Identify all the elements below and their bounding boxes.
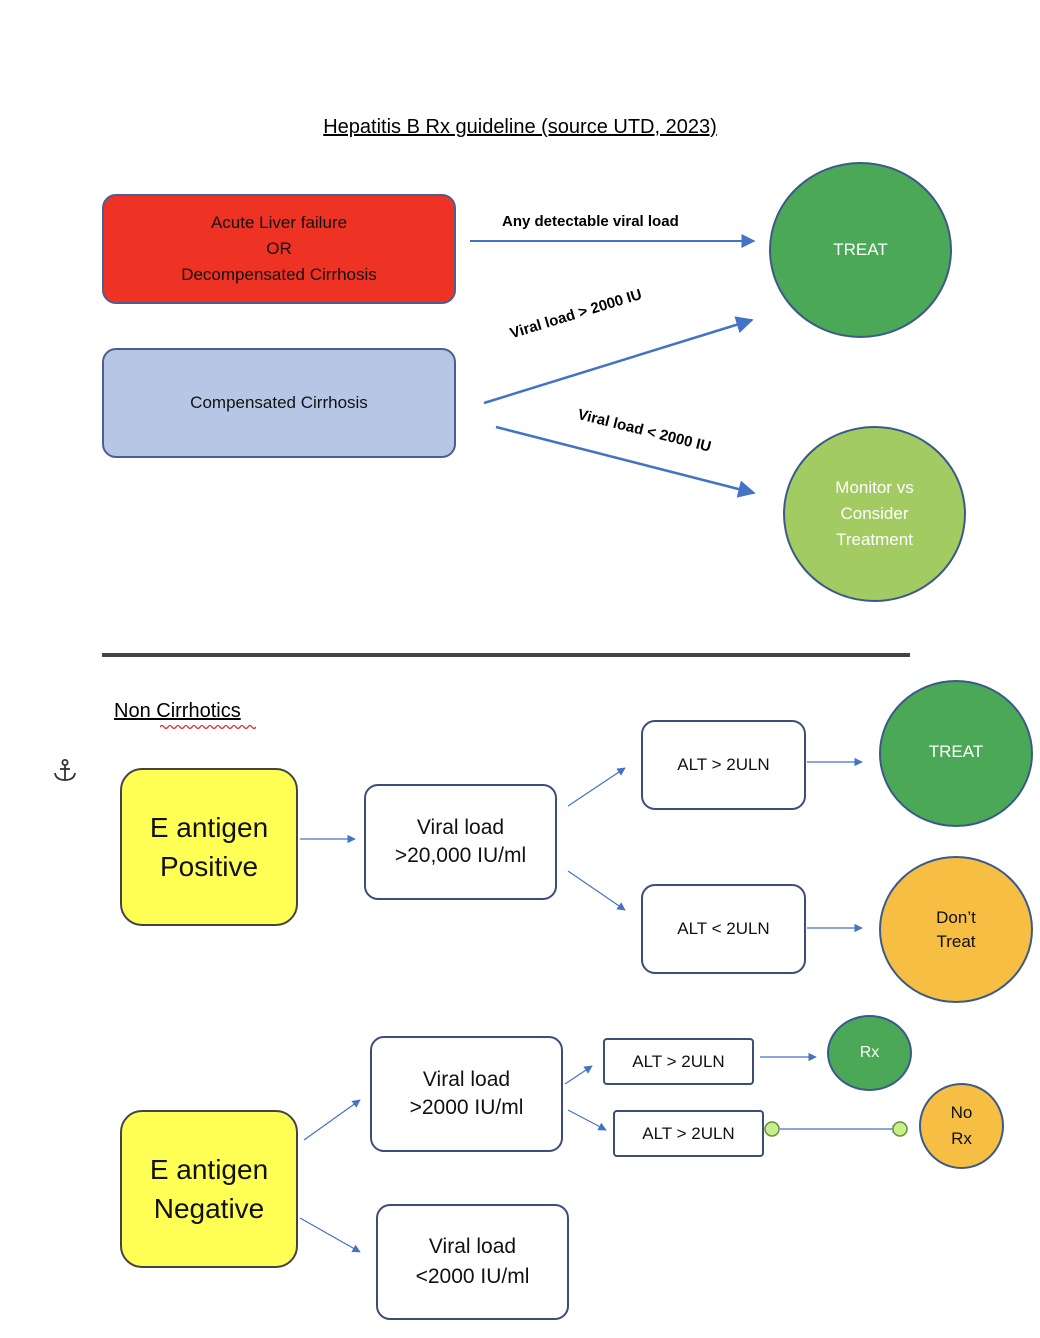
connector-handle-end[interactable]	[892, 1121, 908, 1137]
treat-circle-bottom[interactable]: TREAT	[879, 680, 1033, 827]
arrow-viral-high-to-alt-2	[567, 1109, 607, 1131]
alt-box-neg-2[interactable]: ALT > 2ULN	[613, 1110, 764, 1157]
viral-20000-line-1: Viral load	[416, 816, 505, 839]
arrow-eneg-to-viral-high	[303, 1099, 361, 1141]
alt-high-box[interactable]: ALT > 2ULN	[641, 720, 806, 810]
viral-load-lt-2000-box[interactable]: Viral load <2000 IU/ml	[376, 1204, 569, 1320]
dont-treat-line-1: Don’t	[936, 907, 976, 927]
acute-box-line-3: Decompensated Cirrhosis	[181, 265, 377, 284]
viral-load-20000-box[interactable]: Viral load >20,000 IU/ml	[364, 784, 557, 900]
anchor-icon[interactable]	[52, 758, 78, 784]
e-pos-line-1: E antigen	[149, 812, 269, 843]
dont-treat-circle[interactable]: Don’t Treat	[879, 856, 1033, 1003]
edge-label-any-detectable: Any detectable viral load	[502, 213, 679, 230]
compensated-cirrhosis-box[interactable]: Compensated Cirrhosis	[102, 348, 456, 458]
alt-low-label: ALT < 2ULN	[677, 919, 770, 938]
acute-box-line-1: Acute Liver failure	[210, 213, 348, 232]
dont-treat-line-2: Treat	[936, 931, 976, 951]
alt-box-neg-1[interactable]: ALT > 2ULN	[603, 1038, 754, 1085]
monitor-circle[interactable]: Monitor vs Consider Treatment	[783, 426, 966, 602]
arrow-viral-to-alt-low	[567, 870, 626, 911]
spellcheck-squiggle	[160, 724, 256, 730]
no-rx-line-1: No	[950, 1103, 973, 1122]
viral-lt-2000-line-2: <2000 IU/ml	[415, 1265, 530, 1288]
compensated-box-label: Compensated Cirrhosis	[190, 393, 368, 412]
treat-circle-bottom-label: TREAT	[928, 742, 984, 761]
arrow-gt-to-treat	[483, 316, 754, 405]
monitor-line-3: Treatment	[836, 530, 913, 549]
arrow-viral-to-alt-high	[567, 767, 626, 807]
no-rx-circle[interactable]: No Rx	[919, 1083, 1004, 1169]
viral-gt-2000-line-1: Viral load	[422, 1068, 511, 1091]
rx-label: Rx	[859, 1044, 880, 1061]
page-title: Hepatitis B Rx guideline (source UTD, 20…	[323, 116, 717, 138]
viral-load-gt-2000-box[interactable]: Viral load >2000 IU/ml	[370, 1036, 563, 1152]
viral-lt-2000-line-1: Viral load	[428, 1235, 517, 1258]
viral-20000-line-2: >20,000 IU/ml	[394, 844, 527, 867]
alt-neg-1-label: ALT > 2ULN	[632, 1051, 725, 1071]
e-pos-line-2: Positive	[159, 851, 259, 882]
monitor-line-1: Monitor vs	[835, 478, 914, 497]
section-divider	[102, 653, 910, 657]
arrow-lt-to-monitor	[495, 425, 756, 498]
arrow-viral-high-to-alt-1	[564, 1065, 593, 1085]
alt-low-box[interactable]: ALT < 2ULN	[641, 884, 806, 974]
viral-gt-2000-line-2: >2000 IU/ml	[409, 1096, 524, 1119]
connector-handle-start[interactable]	[764, 1121, 780, 1137]
treat-circle-top-label: TREAT	[833, 240, 888, 259]
rx-circle[interactable]: Rx	[827, 1015, 912, 1091]
monitor-line-2: Consider	[840, 504, 909, 523]
acute-box-line-2: OR	[266, 239, 292, 258]
e-antigen-positive-box[interactable]: E antigen Positive	[120, 768, 298, 926]
e-neg-line-1: E antigen	[149, 1154, 269, 1185]
e-neg-line-2: Negative	[153, 1193, 265, 1224]
non-cirrhotics-heading: Non Cirrhotics	[114, 700, 241, 722]
arrow-eneg-to-viral-low	[299, 1217, 361, 1253]
alt-high-label: ALT > 2ULN	[677, 755, 770, 774]
no-rx-line-2: Rx	[951, 1129, 972, 1148]
treat-circle-top[interactable]: TREAT	[769, 162, 952, 338]
acute-liver-failure-box[interactable]: Acute Liver failure OR Decompensated Cir…	[102, 194, 456, 304]
e-antigen-negative-box[interactable]: E antigen Negative	[120, 1110, 298, 1268]
alt-neg-2-label: ALT > 2ULN	[642, 1123, 735, 1143]
